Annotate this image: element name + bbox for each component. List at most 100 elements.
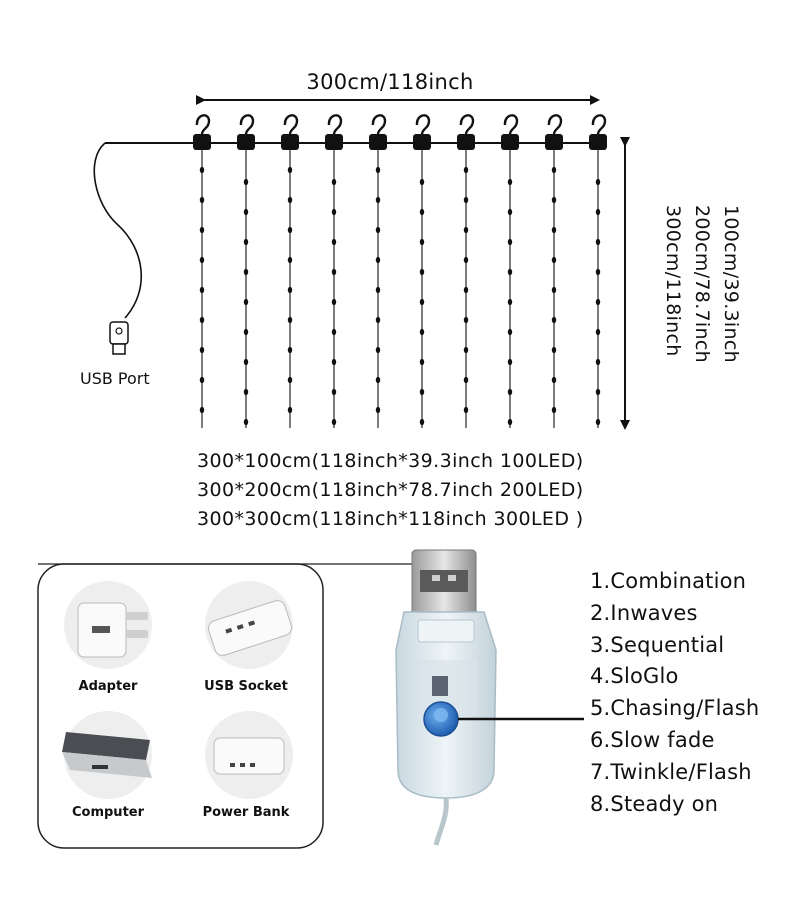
led-bead	[199, 256, 205, 264]
led-bead	[463, 406, 469, 414]
led-bead	[507, 418, 513, 426]
led-bead	[595, 238, 601, 246]
mode-item: 7.Twinkle/Flash	[590, 759, 752, 784]
height-label-300: 300cm/118inch	[662, 205, 684, 357]
led-bead	[243, 238, 249, 246]
led-bead	[243, 178, 249, 186]
led-bead	[507, 388, 513, 396]
hook-icon	[325, 114, 343, 150]
adapter-label: Adapter	[78, 679, 138, 694]
height-label-100: 100cm/39.3inch	[720, 205, 742, 363]
led-bead	[463, 226, 469, 234]
led-bead	[287, 316, 293, 324]
led-bead	[463, 166, 469, 174]
led-bead	[419, 268, 425, 276]
mode-item: 4.SloGlo	[590, 664, 679, 689]
usb-socket-icon	[205, 581, 293, 669]
led-bead	[287, 166, 293, 174]
usb-port-label: USB Port	[80, 369, 150, 388]
width-dimension-label: 300cm/118inch	[306, 70, 474, 94]
led-bead	[595, 268, 601, 276]
led-bead	[331, 238, 337, 246]
mode-item: 6.Slow fade	[590, 727, 715, 752]
led-bead	[331, 208, 337, 216]
led-bead	[199, 346, 205, 354]
led-bead	[551, 166, 557, 174]
led-bead	[419, 328, 425, 336]
mode-item: 5.Chasing/Flash	[590, 696, 760, 721]
led-bead	[419, 178, 425, 186]
led-bead	[551, 316, 557, 324]
led-bead	[243, 298, 249, 306]
led-bead	[375, 316, 381, 324]
led-bead	[375, 346, 381, 354]
led-bead	[419, 388, 425, 396]
led-bead	[375, 256, 381, 264]
led-bead	[243, 268, 249, 276]
led-bead	[463, 256, 469, 264]
hook-icon	[193, 114, 211, 150]
led-bead	[375, 196, 381, 204]
led-bead	[551, 286, 557, 294]
led-bead	[551, 196, 557, 204]
led-bead	[595, 298, 601, 306]
led-bead	[419, 298, 425, 306]
hook-icon	[237, 114, 255, 150]
led-bead	[243, 418, 249, 426]
led-bead	[375, 376, 381, 384]
led-bead	[551, 376, 557, 384]
led-bead	[375, 226, 381, 234]
adapter-icon	[64, 581, 152, 669]
usb-port-plug-icon	[109, 321, 129, 355]
led-bead	[331, 328, 337, 336]
lighting-modes-list: 1.Combination 2.Inwaves 3.Sequential 4.S…	[590, 566, 759, 820]
led-bead	[463, 346, 469, 354]
mode-item: 1.Combination	[590, 569, 747, 593]
size-option: 300*200cm(118inch*78.7inch 200LED)	[197, 479, 584, 501]
led-bead	[199, 316, 205, 324]
led-bead	[287, 286, 293, 294]
led-bead	[463, 286, 469, 294]
led-bead	[331, 388, 337, 396]
power-bank-label: Power Bank	[202, 805, 290, 820]
led-bead	[419, 208, 425, 216]
computer-label: Computer	[71, 805, 145, 820]
usb-socket-label: USB Socket	[204, 679, 288, 694]
led-bead	[463, 316, 469, 324]
led-bead	[595, 328, 601, 336]
led-bead	[375, 166, 381, 174]
mode-button-icon	[423, 701, 459, 737]
led-bead	[595, 358, 601, 366]
led-bead	[287, 376, 293, 384]
led-bead	[287, 346, 293, 354]
led-bead	[507, 238, 513, 246]
power-bank-icon	[205, 711, 293, 799]
hook-icon	[413, 114, 431, 150]
led-bead	[287, 226, 293, 234]
led-bead	[507, 178, 513, 186]
led-bead	[463, 376, 469, 384]
size-option: 300*100cm(118inch*39.3inch 100LED)	[197, 450, 584, 472]
led-bead	[287, 256, 293, 264]
hook-icon	[501, 114, 519, 150]
height-dimension-labels: 100cm/39.3inch 200cm/78.7inch 300cm/118i…	[655, 205, 745, 445]
hook-icon	[545, 114, 563, 150]
height-label-200: 200cm/78.7inch	[691, 205, 713, 363]
led-bead	[419, 418, 425, 426]
led-bead	[595, 178, 601, 186]
led-bead	[243, 358, 249, 366]
led-bead	[551, 406, 557, 414]
led-bead	[199, 376, 205, 384]
hook-icon	[281, 114, 299, 150]
led-bead	[331, 298, 337, 306]
size-options-list: 300*100cm(118inch*39.3inch 100LED) 300*2…	[197, 447, 584, 534]
led-bead	[331, 418, 337, 426]
led-bead	[199, 166, 205, 174]
led-bead	[507, 358, 513, 366]
led-bead	[419, 238, 425, 246]
led-bead	[375, 286, 381, 294]
led-bead	[551, 256, 557, 264]
mode-item: 3.Sequential	[590, 632, 725, 657]
mode-item: 8.Steady on	[590, 791, 719, 816]
